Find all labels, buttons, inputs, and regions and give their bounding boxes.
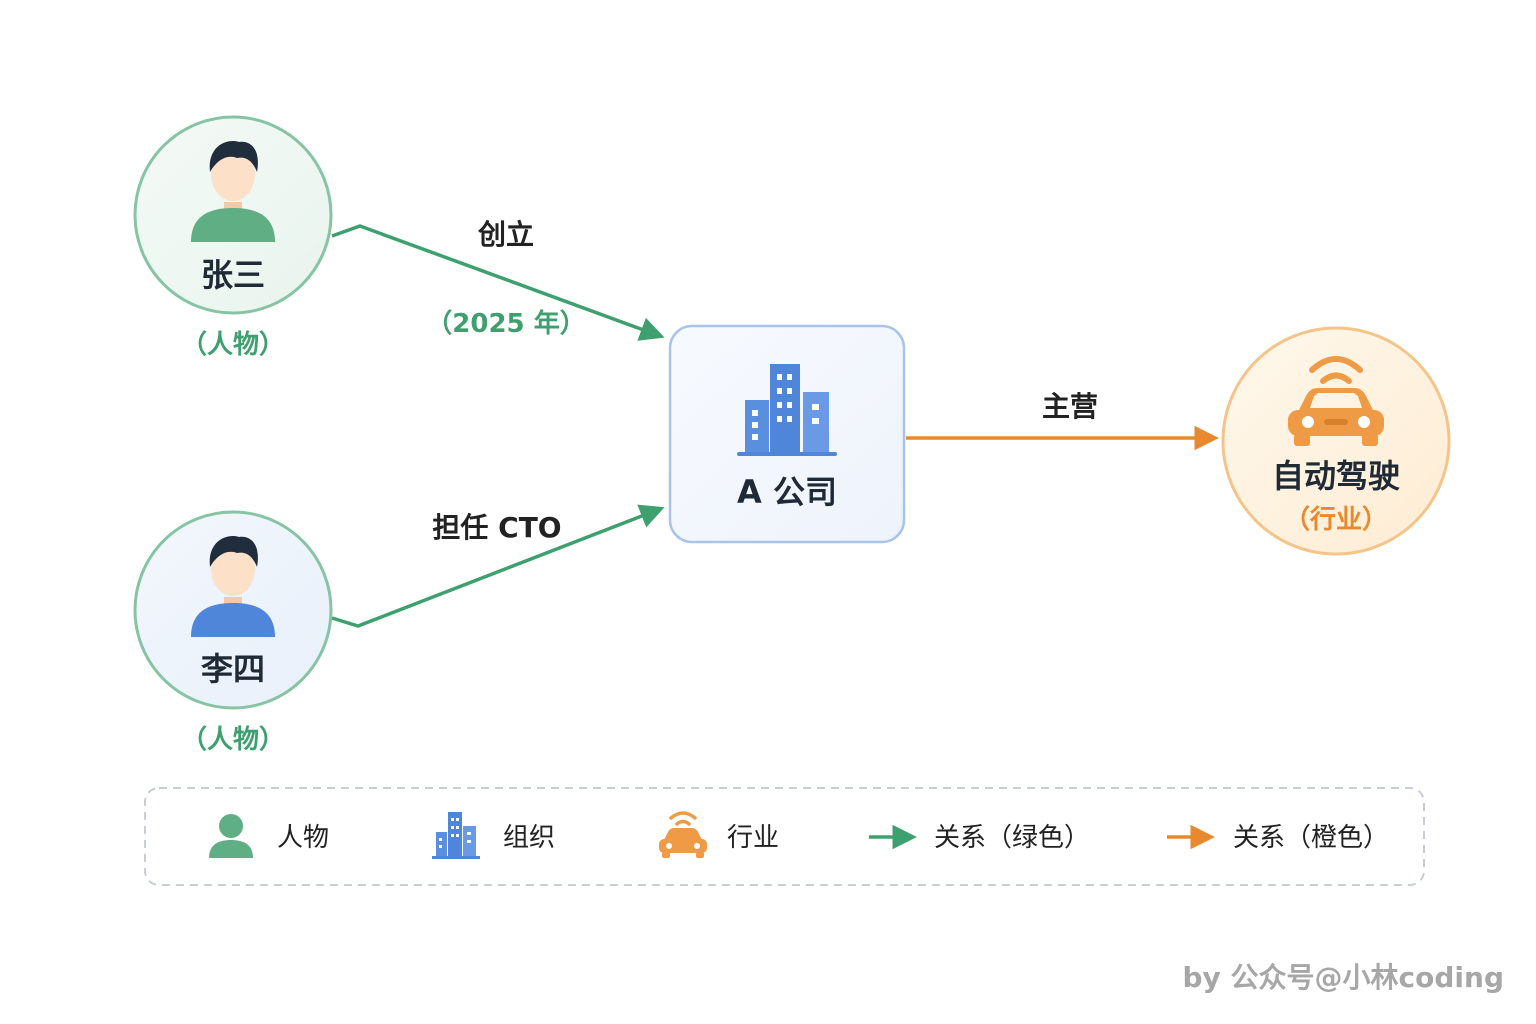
- node-lisi-type: （人物）: [181, 725, 285, 755]
- node-lisi-name: 李四: [201, 650, 265, 688]
- node-zhangsan-type: （人物）: [181, 330, 285, 360]
- node-company[interactable]: A 公司: [668, 324, 906, 544]
- node-zhangsan[interactable]: 张三 （人物）: [133, 115, 333, 360]
- building-icon: [737, 364, 837, 456]
- node-industry-circle: [1221, 326, 1451, 556]
- edge-cto: 担任 CTO: [331, 504, 665, 628]
- edge-founded-line: [331, 224, 665, 341]
- legend-item-industry: 行业: [659, 811, 779, 858]
- edge-founded-label: 创立: [477, 218, 534, 251]
- person-icon: [191, 141, 275, 242]
- node-industry-type: （行业）: [1284, 504, 1388, 535]
- legend-label-person: 人物: [277, 823, 329, 853]
- edge-cto-label: 担任 CTO: [432, 511, 561, 544]
- legend-label-rel-green: 关系（绿色）: [934, 823, 1090, 853]
- node-zhangsan-name: 张三: [201, 256, 265, 294]
- person-icon: [209, 814, 253, 858]
- person-icon: [191, 536, 275, 637]
- legend-item-org: 组织: [432, 812, 555, 859]
- credit-watermark: by 公众号@小林coding: [1183, 961, 1505, 994]
- edge-main-label: 主营: [1042, 390, 1098, 423]
- node-lisi[interactable]: 李四 （人物）: [133, 510, 333, 755]
- car-icon: [659, 811, 707, 858]
- node-industry[interactable]: 自动驾驶 （行业）: [1221, 326, 1451, 556]
- legend-item-person: 人物: [209, 814, 329, 858]
- legend-border: [144, 787, 1425, 886]
- edge-founded: 创立 （2025 年）: [331, 218, 665, 341]
- edge-founded-sublabel: （2025 年）: [426, 308, 585, 339]
- edge-cto-line: [331, 504, 665, 628]
- legend-label-rel-orange: 关系（橙色）: [1233, 823, 1389, 853]
- legend-item-rel-green: 关系（绿色）: [869, 823, 1090, 853]
- legend-label-org: 组织: [503, 823, 555, 853]
- building-icon: [432, 812, 480, 859]
- legend-label-industry: 行业: [727, 823, 779, 853]
- node-company-name: A 公司: [737, 473, 837, 511]
- node-industry-name: 自动驾驶: [1272, 457, 1400, 495]
- legend-item-rel-orange: 关系（橙色）: [1167, 823, 1389, 853]
- edge-main: 主营: [906, 390, 1219, 451]
- legend: 人物 组织: [144, 787, 1425, 886]
- car-icon: [1288, 356, 1384, 446]
